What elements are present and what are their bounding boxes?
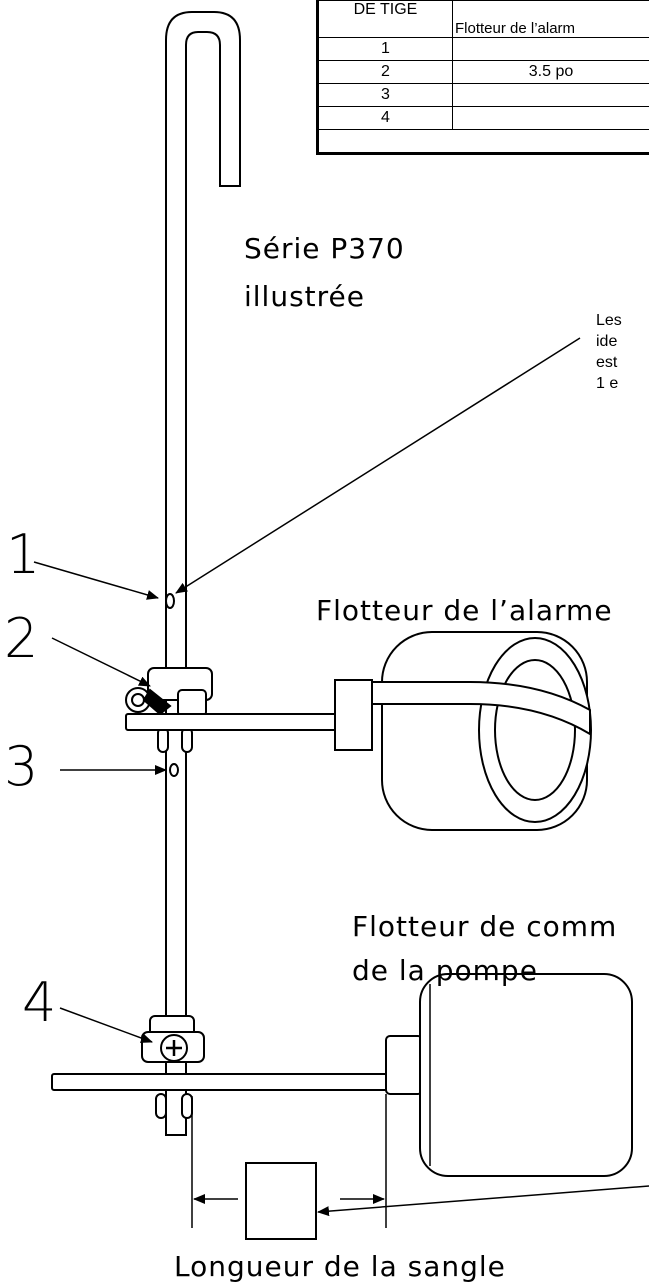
table-row: 3 (318, 83, 649, 107)
note-line-1: Les (596, 312, 622, 329)
table-header-col1: DE TIGE (318, 0, 453, 38)
callout-4: 4 (22, 971, 57, 1034)
pump-float-label-line2: de la pompe (352, 954, 538, 987)
pump-float-stem (51, 1073, 397, 1091)
rod (165, 11, 241, 1136)
leader-lines (33, 337, 649, 1217)
series-label-line1: Série P370 (244, 232, 405, 265)
notch-1 (165, 593, 175, 609)
table-row: 4 (318, 106, 649, 130)
strap-length-label: Longueur de la sangle (174, 1250, 506, 1283)
note-line-4: 1 e (596, 375, 619, 392)
strap-length-dimension (191, 1094, 387, 1240)
table-header-row: DE TIGE Flotteur de l’alarm (318, 0, 649, 38)
note-line-3: est (596, 354, 618, 371)
table-cell-num: 1 (318, 37, 453, 61)
callout-2: 2 (4, 607, 39, 670)
table-cell-num: 2 (318, 60, 453, 84)
callout-3: 3 (4, 735, 39, 798)
series-label-line2: illustrée (244, 280, 365, 313)
note-line-2: ide (596, 333, 618, 350)
table-cell-value (451, 37, 649, 61)
callout-1: 1 (6, 523, 41, 586)
pump-float (385, 973, 633, 1177)
table-cell-num: 3 (318, 83, 453, 107)
notch-3 (169, 763, 179, 777)
alarm-float-stem (125, 713, 343, 731)
alarm-float-label: Flotteur de l’alarme (316, 594, 613, 627)
table-row: 1 (318, 37, 649, 61)
table-cell-value (451, 106, 649, 130)
alarm-float (334, 631, 592, 831)
lower-clamp (141, 1015, 205, 1119)
rod-position-table-frame (316, 0, 649, 155)
table-cell-num: 4 (318, 106, 453, 130)
table-header-col2: Flotteur de l’alarm (451, 0, 649, 38)
table-row: 2 3.5 po (318, 60, 649, 84)
rod-position-table: DE TIGE Flotteur de l’alarm 1 2 3.5 po 3… (318, 0, 649, 130)
pump-float-label-line1: Flotteur de comm (352, 910, 618, 943)
table-cell-value (451, 83, 649, 107)
table-cell-value: 3.5 po (451, 60, 649, 84)
